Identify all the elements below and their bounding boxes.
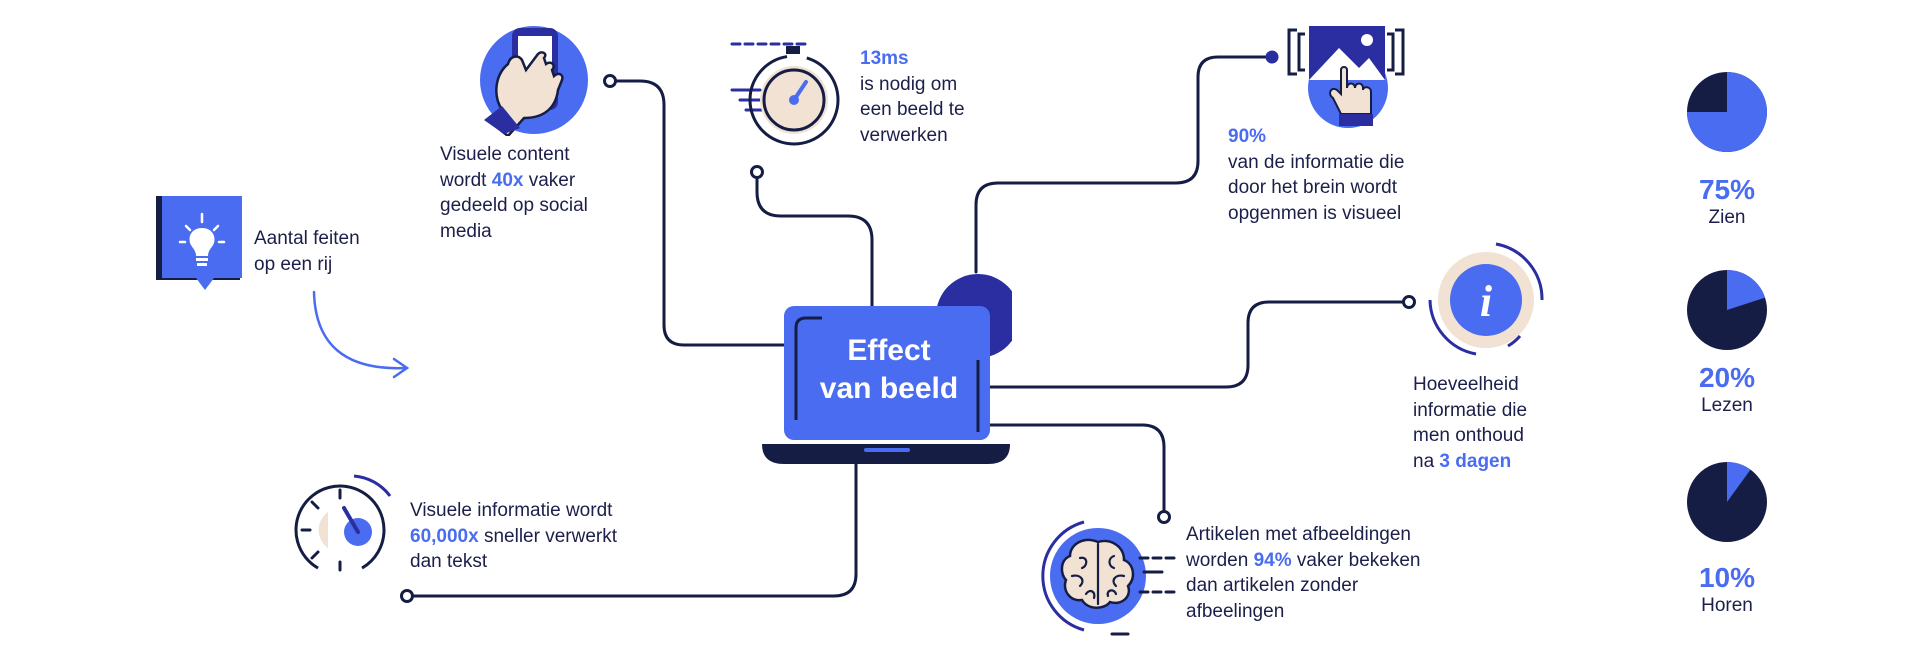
articles-text: Artikelen met afbeeldingen worden 94% va…: [1186, 522, 1421, 624]
brain-icon: [1041, 520, 1176, 636]
lightbulb-icon: [156, 196, 242, 290]
articles-line2: worden 94% vaker bekeken: [1186, 548, 1421, 574]
speed-text: 13ms is nodig om een beeld te verwerken: [860, 46, 965, 148]
memory-highlight: 3 dagen: [1439, 450, 1512, 472]
speedometer-icon: [294, 474, 392, 576]
memory-pre: na: [1413, 450, 1440, 472]
center-title-line2: van beeld: [819, 372, 959, 405]
stopwatch-icon: [730, 42, 840, 146]
articles-line1: Artikelen met afbeeldingen: [1186, 524, 1411, 545]
speed-line2: is nodig om: [860, 73, 958, 95]
faster-line1: Visuele informatie wordt: [410, 500, 613, 521]
phone-icon: [480, 26, 588, 136]
svg-text:i: i: [1480, 277, 1493, 326]
articles-line3: dan artikelen zonder: [1186, 575, 1359, 596]
stat-item: 20%Lezen: [1667, 362, 1787, 418]
brain-visual-text: 90% van de informatie die door het brein…: [1228, 124, 1404, 226]
image-touch-icon: [1287, 26, 1405, 128]
speed-line4: verwerken: [860, 124, 948, 146]
faster-line2: 60,000x sneller verwerkt: [410, 524, 617, 550]
brain-visual-line3: door het brein wordt: [1228, 177, 1397, 198]
pie-slice: [1687, 72, 1767, 152]
faster-highlight: 60,000x: [410, 525, 479, 547]
memory-text: Hoeveelheid informatie die men onthoud n…: [1413, 372, 1527, 474]
intro-text: Aantal feiten op een rij: [254, 226, 360, 277]
speed-highlight: 13ms: [860, 48, 909, 69]
brain-visual-highlight: 90%: [1228, 126, 1267, 147]
brain-visual-line2: van de informatie die: [1228, 151, 1405, 173]
speed-line3: een beeld te: [860, 99, 965, 120]
pie-chart-icon: [1687, 72, 1767, 152]
stat-value: 20%: [1698, 362, 1756, 393]
stat-value: 10%: [1698, 562, 1756, 593]
faster-text: Visuele informatie wordt 60,000x sneller…: [410, 498, 617, 575]
pie-slice: [1727, 270, 1766, 310]
stat-item: 10%Horen: [1667, 562, 1787, 618]
pie-chart-icon: [1687, 462, 1767, 542]
center-title: Effect van beeld: [784, 332, 994, 408]
faster-post: sneller verwerkt: [478, 525, 618, 547]
faster-line3: dan tekst: [410, 551, 488, 572]
memory-line2: informatie die: [1413, 399, 1528, 421]
social-pre: wordt: [440, 169, 492, 191]
articles-post: vaker bekeken: [1291, 549, 1421, 571]
info-icon: i: [1428, 242, 1544, 356]
pie-chart-icon: [1687, 270, 1767, 350]
social-line3: gedeeld op social: [440, 195, 588, 216]
articles-highlight: 94%: [1253, 549, 1292, 571]
memory-line3: men onthoud: [1413, 425, 1524, 446]
stat-label: Zien: [1708, 207, 1746, 228]
pie-slice: [1727, 462, 1751, 502]
articles-pre: worden: [1186, 549, 1254, 571]
articles-line4: afbeelingen: [1186, 600, 1285, 622]
brain-visual-line4: opgenmen is visueel: [1228, 202, 1402, 224]
center-title-line1: Effect: [847, 334, 931, 367]
social-highlight: 40x: [491, 169, 524, 191]
social-line1: Visuele content: [440, 144, 570, 165]
laptop-icon: [762, 274, 1012, 464]
intro-line1: Aantal feiten: [254, 228, 360, 249]
intro-line2: op een rij: [254, 253, 333, 275]
social-post: vaker: [523, 169, 576, 191]
memory-line4: na 3 dagen: [1413, 449, 1527, 475]
social-line4: media: [440, 220, 492, 242]
stat-item: 75%Zien: [1667, 174, 1787, 230]
stat-value: 75%: [1698, 174, 1756, 205]
stat-label: Horen: [1701, 595, 1753, 616]
social-line2: wordt 40x vaker: [440, 168, 588, 194]
social-text: Visuele content wordt 40x vaker gedeeld …: [440, 142, 588, 244]
stat-label: Lezen: [1701, 395, 1753, 416]
memory-line1: Hoeveelheid: [1413, 374, 1519, 395]
